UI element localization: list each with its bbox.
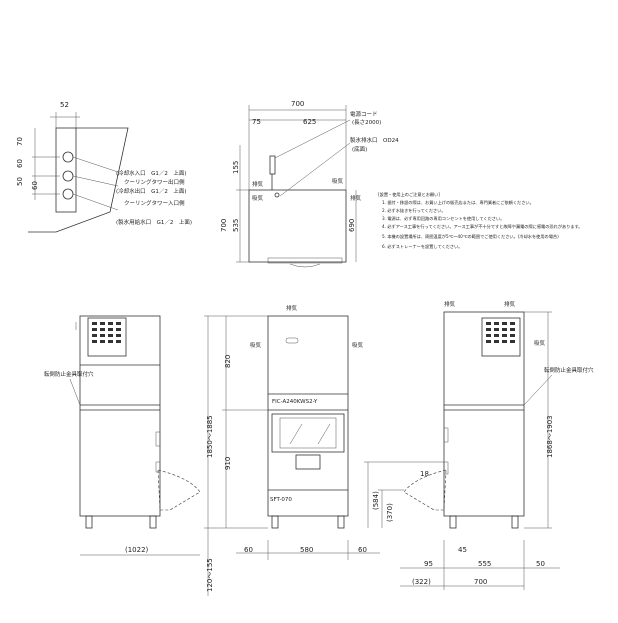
note-6: 6. 必ずストレーナーを設置してください。 (382, 243, 462, 250)
left-door-swing (157, 469, 201, 511)
dim-700-left: 700 (220, 219, 228, 232)
right-door-swing (403, 469, 447, 511)
right-intake: 吸気 (534, 339, 546, 347)
dim-50-right: 50 (536, 560, 545, 568)
note-4: 4. 必ずアース工事を行ってください。アース工事が不十分ですと故障や漏電の際に感… (382, 223, 582, 230)
notes-title: [設置・使用上のご注意とお願い] (378, 191, 440, 198)
dim-1850: 1850～1885 (206, 415, 214, 458)
note-2: 2. 必ず水抜きを行ってください。 (382, 207, 446, 214)
dim-60-right: 60 (358, 546, 367, 554)
left-vent-panel (87, 317, 127, 357)
dim-75: 75 (252, 118, 261, 126)
front-intake-left-label: 吸気 (250, 341, 262, 349)
front-intake-right-label: 吸気 (352, 341, 364, 349)
pipe-detail-view: 52 70 60 50 60 (冷却水入口 G1／2 上面) クーリングタワー出… (16, 101, 192, 233)
right-exhaust-2: 排気 (504, 300, 516, 308)
supply-port-icon (62, 188, 74, 200)
right-anchor-label: 転倒防止金具取付穴 (544, 366, 594, 374)
dim-50: 50 (16, 177, 24, 186)
dim-580: 580 (300, 546, 313, 554)
dim-120: 120～155 (206, 558, 214, 592)
dim-60: 60 (16, 159, 24, 168)
plan-intake-label: 吸気 (332, 177, 344, 185)
callout-water-supply: (製氷用給水口 G1／2 上面) (116, 218, 192, 226)
plan-cabinet (248, 189, 347, 263)
front-badge-icon (285, 337, 299, 344)
right-vent-panel (481, 317, 521, 357)
dim-555: 555 (478, 560, 491, 568)
outlet-port-icon (62, 170, 74, 182)
left-vent-grille (92, 322, 121, 343)
dim-690: 690 (348, 219, 356, 232)
plan-view: 700 75 625 155 700 535 690 電源コード (長さ2000… (220, 100, 399, 268)
dim-95: 95 (424, 560, 433, 568)
left-anchor-label: 転倒防止金具取付穴 (44, 370, 94, 378)
dim-1022: (1022) (125, 546, 149, 554)
plan-intake-left-label: 吸気 (252, 194, 264, 202)
right-side-view: 排気 排気 吸気 転倒防止金具取付穴 1868～1903 (584) (370)… (364, 300, 594, 590)
note-3: 3. 電源は、必ず専用回路の専用コンセントを使用してください。 (382, 215, 504, 222)
left-cabinet (79, 315, 161, 517)
dim-1868: 1868～1903 (546, 415, 554, 458)
callout-cooling-inlet: (冷却水入口 G1／2 上面) (116, 169, 187, 177)
dim-625: 625 (303, 118, 316, 126)
plan-exhaust-right-label: 排気 (350, 194, 362, 202)
dim-322: (322) (412, 578, 431, 586)
front-bin-label: SFT-070 (270, 497, 292, 503)
drain-icon (274, 192, 280, 198)
dim-70: 70 (16, 137, 24, 146)
power-cord-plug-icon (269, 155, 276, 175)
left-side-view: 転倒防止金具取付穴 (1022) (44, 315, 201, 556)
dim-155: 155 (232, 161, 240, 174)
dim-60b: 60 (31, 181, 39, 190)
note-5: 5. 本機の設置場所は、周囲温度が5℃～40℃の範囲でご使用ください。(冷却水を… (382, 233, 559, 240)
right-cabinet (443, 311, 525, 517)
right-exhaust-1: 排気 (444, 300, 456, 308)
dim-584: (584) (372, 491, 380, 510)
front-handle (295, 454, 321, 470)
dim-45: 45 (458, 546, 467, 554)
dim-52: 52 (60, 101, 69, 109)
dim-60-left: 60 (244, 546, 253, 554)
right-vent-grille (486, 322, 515, 343)
front-window (271, 413, 345, 453)
front-model-label: FIC-A240KWS2-Y (272, 399, 318, 405)
drain-label: 製氷排水口 OD24 (350, 136, 399, 144)
dim-535: 535 (232, 219, 240, 232)
callout-tower-outlet: クーリングタワー出口側 (124, 178, 185, 186)
power-cord-length: (長さ2000) (352, 119, 381, 126)
callout-tower-inlet: クーリングタワー入口側 (124, 199, 185, 207)
notes-block: [設置・使用上のご注意とお願い] 1. 据付・移設の際は、お買い上げの販売店また… (378, 191, 582, 250)
front-cabinet (267, 315, 349, 517)
inlet-port-icon (62, 151, 74, 163)
connection-panel (55, 127, 77, 213)
note-1: 1. 据付・移設の際は、お買い上げの販売店または、専門業者にご依頼ください。 (382, 199, 534, 206)
dim-820: 820 (224, 355, 232, 368)
front-view: FIC-A240KWS2-Y SFT-070 排気 吸気 吸気 820 910 … (204, 304, 380, 596)
drain-position: (底面) (352, 145, 367, 153)
power-cord-label: 電源コード (350, 110, 378, 118)
callout-cooling-outlet: (冷却水出口 G1／2 上面) (116, 187, 187, 195)
plan-exhaust-label: 排気 (252, 180, 264, 188)
dim-370: (370) (386, 503, 394, 522)
dim-910: 910 (224, 457, 232, 470)
dim-700-top: 700 (291, 100, 304, 108)
dim-700-right: 700 (474, 578, 487, 586)
dim-18: 18 (420, 470, 429, 478)
front-exhaust-label: 排気 (286, 304, 298, 312)
